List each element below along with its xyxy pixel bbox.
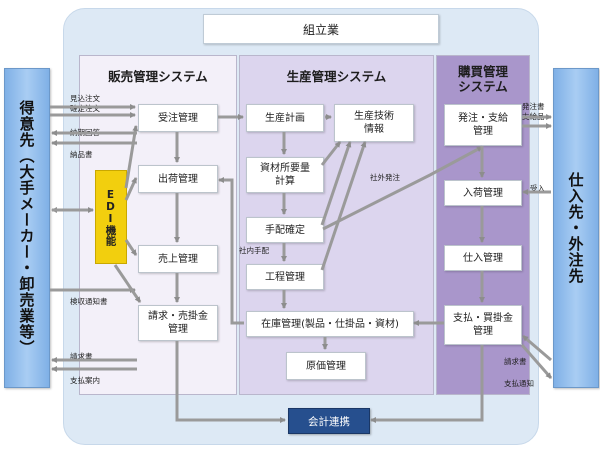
billing-receivables-box: 請求・売掛金 管理 xyxy=(138,305,218,341)
label-payment-guide: 支払案内 xyxy=(70,376,100,385)
label-internal-order: 社内手配 xyxy=(239,246,269,255)
label-outside-order: 社外発注 xyxy=(370,173,400,182)
production-planning-box: 生産計画 xyxy=(246,104,324,132)
production-technology-box: 生産技術 情報 xyxy=(334,104,414,142)
purchase-management-box: 仕入管理 xyxy=(444,245,522,271)
label-estimate-order: 見込注文 xyxy=(70,94,100,103)
process-management-box: 工程管理 xyxy=(246,264,324,290)
label-payment-notice: 支払通知 xyxy=(504,379,534,388)
accounting-link-box: 会計連携 xyxy=(288,408,370,434)
arrangement-confirm-box: 手配確定 xyxy=(246,217,324,243)
label-receipt: 受入 xyxy=(530,184,545,193)
industry-title: 組立業 xyxy=(203,14,439,44)
sales-management-box: 売上管理 xyxy=(138,245,218,273)
supplier-block: 仕入先・外注先 xyxy=(553,68,599,388)
label-invoice-right: 請求書 xyxy=(504,357,527,366)
payment-payables-box: 支払・買掛金 管理 xyxy=(444,305,522,345)
label-inspection-notice: 検収通知書 xyxy=(70,297,108,306)
customer-block: 得意先（大手メーカー・卸売業等） xyxy=(4,68,50,388)
label-purchase-order: 発注書 xyxy=(522,102,545,111)
label-delivery-note: 納品書 xyxy=(70,150,93,159)
cost-management-box: 原価管理 xyxy=(286,352,366,380)
label-invoice-left: 請求書 xyxy=(70,352,93,361)
order-supply-management-box: 発注・支給 管理 xyxy=(444,104,522,146)
inventory-management-box: 在庫管理(製品・仕掛品・資材) xyxy=(246,311,414,337)
material-requirements-box: 資材所要量 計算 xyxy=(246,157,324,193)
shipping-management-box: 出荷管理 xyxy=(138,165,218,193)
receiving-management-box: 入荷管理 xyxy=(444,180,522,206)
sales-system-title: 販売管理システム xyxy=(108,69,208,84)
production-system-title: 生産管理システム xyxy=(286,69,387,84)
order-management-box: 受注管理 xyxy=(138,104,218,132)
purchasing-system-title: 購買管理 システム xyxy=(457,64,508,94)
edi-function-block: EDI機能 xyxy=(95,170,127,264)
